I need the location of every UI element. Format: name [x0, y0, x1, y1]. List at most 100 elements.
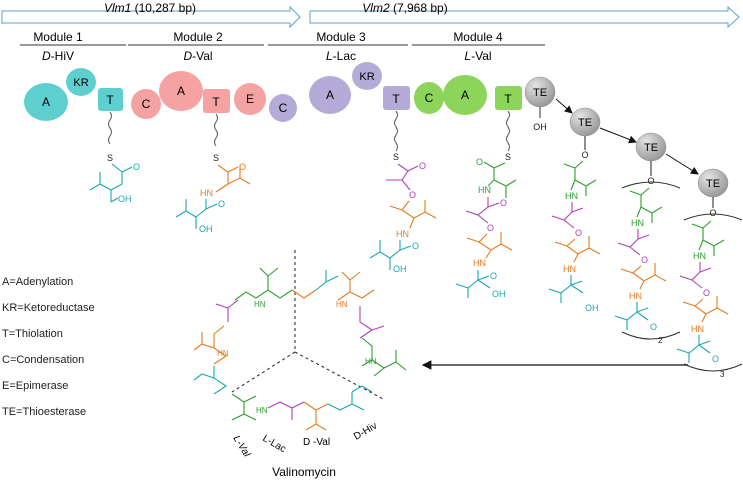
svg-text:HN: HN — [217, 349, 229, 358]
module-3-label: Module 3 — [316, 30, 366, 44]
svg-text:HN: HN — [565, 191, 578, 201]
domain-kr-3 — [352, 62, 382, 90]
domain-t-3-label: T — [392, 92, 400, 106]
domain-t-4-label: T — [504, 92, 512, 106]
svg-text:3: 3 — [720, 370, 725, 379]
svg-text:S: S — [505, 152, 511, 162]
gene-label-vlm1: Vlm1 (10,287 bp) — [104, 1, 196, 15]
domain-t-4 — [495, 86, 522, 110]
domain-a-1 — [24, 83, 68, 121]
svg-text:OH: OH — [393, 264, 407, 274]
ring-label-d-val: D -Val — [303, 437, 330, 448]
svg-text:HN: HN — [563, 264, 576, 274]
svg-text:HN: HN — [365, 357, 377, 366]
svg-text:S: S — [107, 153, 113, 163]
domain-c-4 — [414, 82, 444, 114]
svg-text:O: O — [239, 162, 246, 172]
legend-item-adenylation: A=Adenylation — [2, 276, 74, 288]
domain-te-3-label: TE — [644, 142, 658, 154]
svg-text:HN: HN — [629, 291, 642, 301]
intermediate-module-3: S O O HN O OH — [369, 110, 437, 274]
gene-arrow-vlm2 — [309, 5, 740, 29]
domain-c-3 — [269, 94, 297, 122]
legend-item-thiolation: T=Thiolation — [2, 328, 63, 340]
domain-kr-3-label: KR — [359, 71, 374, 83]
intermediate-te-4: O HN O HN O 3 — [676, 197, 743, 379]
svg-text:O: O — [703, 288, 710, 298]
domain-a-1-label: A — [42, 95, 50, 109]
product-name: Valinomycin — [272, 465, 336, 479]
svg-text:HN: HN — [693, 251, 706, 261]
svg-text:O: O — [490, 271, 497, 281]
domain-a-4-label: A — [461, 88, 469, 102]
domain-a-2 — [159, 71, 203, 111]
svg-text:HN: HN — [200, 188, 213, 198]
svg-text:S: S — [393, 152, 399, 162]
domain-a-2-label: A — [177, 84, 185, 98]
ring-label-d-hiv: D-Hiv — [352, 421, 379, 443]
svg-text:O: O — [709, 208, 716, 218]
domain-t-3 — [383, 86, 410, 110]
svg-text:O: O — [581, 150, 588, 160]
module-1-label: Module 1 — [33, 30, 83, 44]
legend-item-ketoreductase: KR=Ketoreductase — [2, 302, 95, 314]
domain-kr-1-label: KR — [73, 77, 88, 89]
domain-kr-1 — [66, 68, 96, 96]
domain-a-3 — [309, 76, 351, 114]
svg-text:O: O — [650, 322, 657, 332]
module-1-substrate: D-HiV — [42, 49, 74, 63]
svg-text:OH: OH — [585, 303, 599, 313]
module-4-substrate: L-Val — [464, 49, 491, 63]
svg-text:HN: HN — [256, 406, 268, 415]
svg-text:OH: OH — [199, 224, 213, 234]
intermediate-te-3: O HN O HN O 2 — [614, 161, 681, 345]
svg-text:HN: HN — [478, 185, 491, 195]
domain-te-4-label: TE — [706, 178, 720, 190]
domain-te-2-label: TE — [578, 117, 592, 129]
svg-text:S: S — [213, 153, 219, 163]
svg-text:HN: HN — [691, 324, 704, 334]
legend-item-thioesterase: TE=Thioesterase — [2, 406, 87, 418]
module-4-label: Module 4 — [453, 30, 503, 44]
svg-text:HN: HN — [336, 300, 348, 309]
intermediate-module-2: S O HN O OH — [175, 113, 251, 234]
legend-item-condensation: C=Condensation — [2, 354, 85, 366]
svg-text:O: O — [641, 255, 648, 265]
domain-a-3-label: A — [326, 88, 334, 102]
svg-text:O: O — [647, 176, 654, 186]
intermediate-module-1: S O OH — [89, 111, 140, 204]
domain-e-2-label: E — [246, 92, 254, 106]
domain-t-1-label: T — [106, 93, 114, 107]
svg-text:OH: OH — [533, 122, 547, 132]
svg-text:O: O — [712, 354, 719, 364]
svg-text:2: 2 — [658, 336, 663, 345]
gene-arrow-vlm1 — [1, 5, 301, 29]
svg-text:O: O — [476, 157, 483, 167]
module-2-substrate: D-Val — [183, 49, 212, 63]
svg-text:HN: HN — [631, 218, 644, 228]
domain-te-1-label: TE — [533, 87, 547, 99]
svg-text:O: O — [412, 241, 419, 251]
domain-a-4 — [443, 75, 487, 115]
domain-t-2-label: T — [212, 95, 220, 109]
domain-t-2 — [203, 89, 230, 113]
domain-c-2-label: C — [142, 97, 151, 111]
svg-text:O: O — [218, 199, 225, 209]
ring-label-l-lac: L-Lac — [261, 433, 288, 455]
svg-text:O: O — [500, 198, 507, 208]
legend-item-epimerase: E=Epimerase — [2, 380, 69, 392]
module-headings: Module 1 Module 2 Module 3 Module 4 D-Hi… — [20, 30, 545, 63]
svg-text:O: O — [133, 162, 140, 172]
svg-text:O: O — [487, 223, 494, 233]
svg-text:HN: HN — [396, 229, 409, 239]
nrps-domains: A KR T C A T E C A KR T C A T TE TE — [24, 62, 729, 198]
svg-text:O: O — [409, 190, 416, 200]
domain-e-2 — [234, 83, 266, 115]
module-3-substrate: L-Lac — [326, 49, 356, 63]
te-1-hydroxyl: OH — [533, 107, 547, 132]
svg-text:O: O — [575, 228, 582, 238]
module-2-label: Module 2 — [173, 30, 223, 44]
svg-text:HN: HN — [254, 300, 266, 309]
domain-c-3-label: C — [279, 101, 288, 115]
